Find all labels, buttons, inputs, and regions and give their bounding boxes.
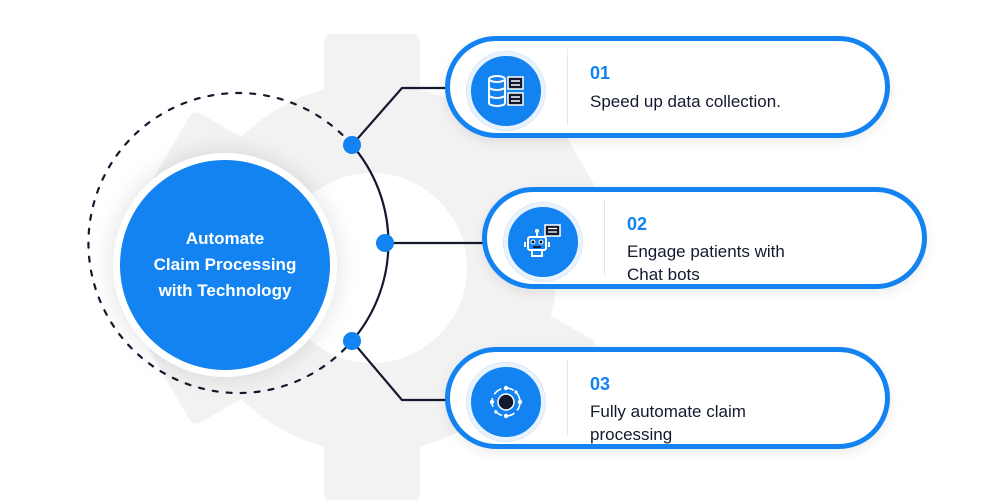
chatbot-icon bbox=[504, 203, 582, 281]
database-document-icon bbox=[467, 52, 545, 130]
automation-network-icon bbox=[467, 363, 545, 441]
node-dot-01 bbox=[343, 136, 361, 154]
item-card-01: 01 Speed up data collection. bbox=[445, 36, 890, 138]
item-card-03: 03 Fully automate claim processing bbox=[445, 347, 890, 449]
node-dot-02 bbox=[376, 234, 394, 252]
item-divider bbox=[567, 360, 568, 436]
item-card-02: 02 Engage patients with Chat bots bbox=[482, 187, 927, 289]
central-hub: Automate Claim Processing with Technolog… bbox=[120, 160, 330, 370]
item-divider bbox=[567, 49, 568, 125]
item-number: 03 bbox=[590, 374, 611, 394]
item-text: Fully automate claim processing bbox=[590, 402, 746, 444]
node-dot-03 bbox=[343, 332, 361, 350]
item-text: Speed up data collection. bbox=[590, 92, 781, 111]
item-number: 02 bbox=[627, 214, 648, 234]
item-divider bbox=[604, 200, 605, 276]
dashed-orbit bbox=[87, 91, 354, 395]
connector-03 bbox=[351, 340, 450, 402]
hub-title: Automate Claim Processing with Technolog… bbox=[153, 229, 297, 300]
connector-01 bbox=[351, 86, 450, 146]
item-text: Engage patients with Chat bots bbox=[627, 242, 785, 284]
item-number: 01 bbox=[590, 63, 611, 83]
